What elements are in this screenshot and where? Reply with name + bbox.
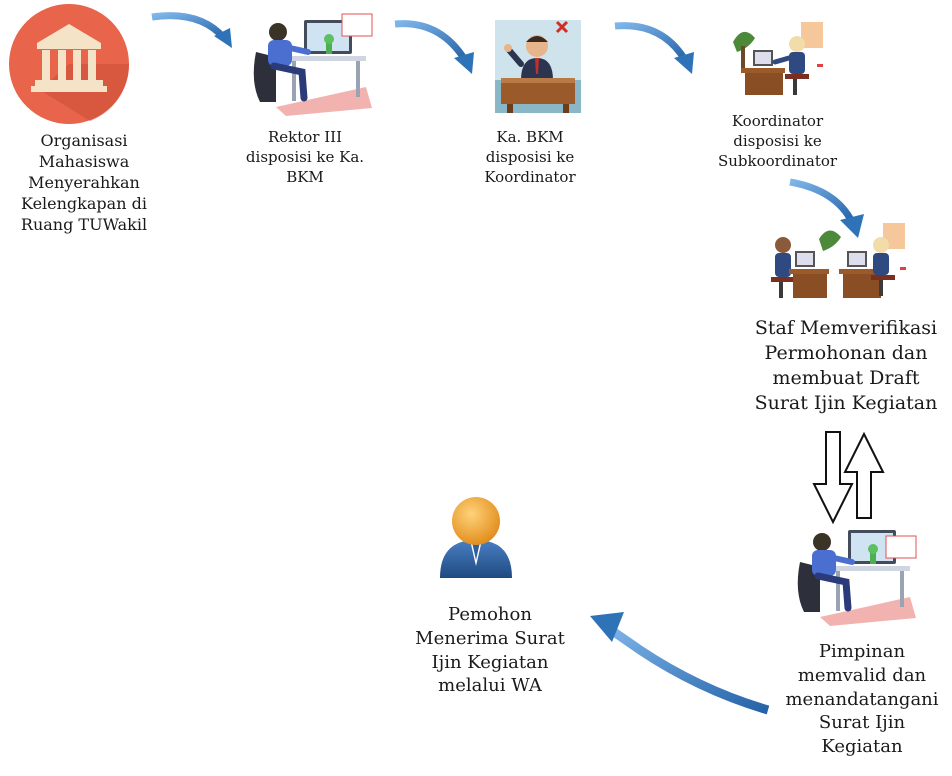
flow-arrow-1 [151,12,232,48]
institution-building-icon [9,4,130,124]
two-workers-desk-icon [767,223,907,303]
step-label-kabkm: Ka. BKM disposisi ke Koordinator [484,128,576,186]
step-label-rektor: Rektor III disposisi ke Ka. BKM [245,128,365,186]
step-label-pimpinan: Pimpinan memvalid dan menandatangani Sur… [785,641,939,757]
flow-arrow-2 [394,20,474,74]
flow-arrow-3 [614,22,694,74]
arrow-up-icon [843,431,885,519]
flow-arrow-return [590,612,770,715]
arrow-down-icon [812,431,854,525]
manager-desk-icon [495,20,581,113]
office-worker-desk-icon [246,12,373,116]
step-label-staf: Staf Memverifikasi Permohonan dan membua… [754,317,938,415]
step-label-koordinator: Koordinator disposisi ke Subkoordinator [717,112,838,170]
office-worker-desk-icon [727,22,823,98]
person-user-icon [440,497,512,578]
flow-arrow-4 [789,178,864,238]
step-label-pemohon: Pemohon Menerima Surat Ijin Kegiatan mel… [415,604,565,697]
step-label-organisasi: Organisasi Mahasiswa Menyerahkan Kelengk… [20,131,148,235]
office-worker-desk-icon [790,522,917,626]
